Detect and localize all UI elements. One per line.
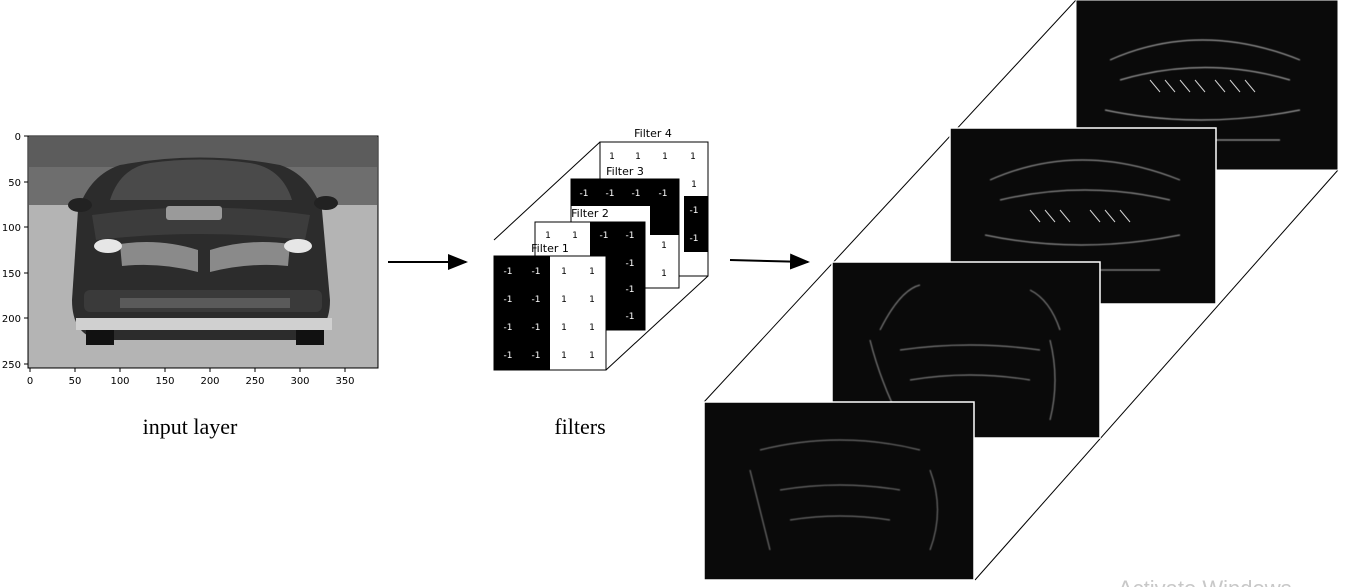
x-tick-label: 150 <box>155 376 174 387</box>
filter-cell: -1 <box>606 189 615 199</box>
filter-cell: 1 <box>589 295 595 305</box>
filter-cell: 1 <box>589 323 595 333</box>
filter-cell: 1 <box>589 351 595 361</box>
filter-cell: -1 <box>504 323 513 333</box>
arrow-filters-to-feature-maps <box>729 253 810 270</box>
x-tick-label: 200 <box>200 376 219 387</box>
filter-cell: -1 <box>626 285 635 295</box>
feature-maps-stack <box>703 0 1339 581</box>
filter-cell: -1 <box>626 259 635 269</box>
filter-cell: -1 <box>626 312 635 322</box>
y-tick-label: 250 <box>2 360 21 371</box>
filter-cell: -1 <box>504 351 513 361</box>
filter-cell: -1 <box>532 295 541 305</box>
input-x-axis: 0 50 100 150 200 250 300 350 <box>27 368 355 387</box>
input-y-axis: 0 50 100 150 200 250 <box>2 132 28 371</box>
filter-cell: -1 <box>532 323 541 333</box>
filter-cell: 1 <box>691 180 697 190</box>
filter-cell: 1 <box>661 241 667 251</box>
filter-cell: 1 <box>561 323 567 333</box>
filter-cell: 1 <box>635 152 641 162</box>
filters-caption: filters <box>554 414 605 439</box>
filter-cell: -1 <box>504 267 513 277</box>
filter-label: Filter 4 <box>634 127 672 140</box>
x-tick-label: 100 <box>110 376 129 387</box>
filter-cell: -1 <box>690 234 699 244</box>
filters-stack: Filter 4 1 1 1 1 1 -1 -1 Filter 3 -1 -1 … <box>493 127 709 371</box>
y-tick-label: 150 <box>2 269 21 280</box>
filter-cell: 1 <box>662 152 668 162</box>
filter-cell: 1 <box>661 269 667 279</box>
filter-cell: 1 <box>690 152 696 162</box>
filter-cell: 1 <box>609 152 615 162</box>
filter-1: Filter 1 -1 -1 1 1 -1 -1 1 1 -1 -1 1 1 -… <box>493 242 607 371</box>
input-plot: 0 50 100 150 200 250 0 50 100 150 200 25… <box>2 132 379 387</box>
filter-cell: -1 <box>532 351 541 361</box>
input-layer-caption: input layer <box>143 414 238 439</box>
x-tick-label: 0 <box>27 376 33 387</box>
filter-cell: -1 <box>580 189 589 199</box>
feature-map-1 <box>703 401 975 581</box>
x-tick-label: 300 <box>290 376 309 387</box>
y-tick-label: 0 <box>15 132 21 143</box>
y-tick-label: 200 <box>2 314 21 325</box>
filter-cell: -1 <box>626 231 635 241</box>
filter-cell: 1 <box>545 231 551 241</box>
filter-cell: -1 <box>532 267 541 277</box>
filter-cell: -1 <box>690 206 699 216</box>
y-tick-label: 100 <box>2 223 21 234</box>
filter-cell: 1 <box>572 231 578 241</box>
filter-label: Filter 1 <box>531 242 569 255</box>
x-tick-label: 250 <box>245 376 264 387</box>
filter-cell: -1 <box>504 295 513 305</box>
car-illustration <box>68 157 338 345</box>
filter-cell: 1 <box>561 351 567 361</box>
activate-windows-watermark: Activate Windows <box>1118 576 1292 587</box>
x-tick-label: 50 <box>69 376 82 387</box>
filter-label: Filter 2 <box>571 207 609 220</box>
y-tick-label: 50 <box>8 178 21 189</box>
filter-cell: 1 <box>589 267 595 277</box>
filter-cell: -1 <box>659 189 668 199</box>
filter-cell: 1 <box>561 267 567 277</box>
filter-cell: 1 <box>561 295 567 305</box>
filter-label: Filter 3 <box>606 165 644 178</box>
filter-cell: -1 <box>632 189 641 199</box>
filter-cell: -1 <box>600 231 609 241</box>
x-tick-label: 350 <box>335 376 354 387</box>
